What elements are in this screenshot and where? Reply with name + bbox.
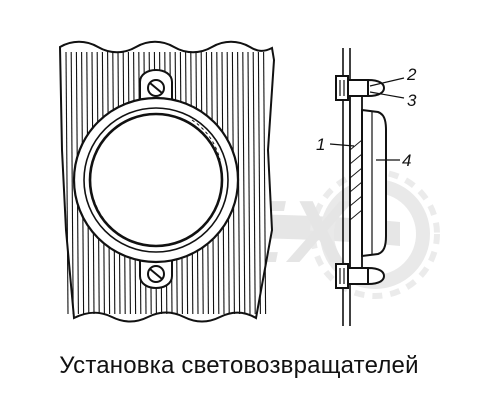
panel-rib xyxy=(263,51,267,315)
panel-rib xyxy=(247,51,251,315)
panel-rib xyxy=(242,51,246,315)
panel-rib xyxy=(252,51,256,315)
callout-3: 3 xyxy=(407,91,417,110)
screw-top xyxy=(147,79,165,97)
panel-rib xyxy=(70,51,74,315)
panel-rib xyxy=(65,51,69,315)
side-bolt-top xyxy=(335,75,386,101)
callout-leaders xyxy=(329,77,405,161)
reflector-side-view xyxy=(335,48,387,326)
figure-caption: Установка световозвращателей xyxy=(59,352,419,379)
callout-1: 1 xyxy=(316,135,325,154)
callout-2: 2 xyxy=(406,65,417,84)
side-bolt-bottom xyxy=(335,263,386,289)
reflector-front-view xyxy=(72,69,240,289)
panel-rib xyxy=(257,51,261,315)
callout-4: 4 xyxy=(402,151,411,170)
screw-bottom xyxy=(147,265,165,283)
